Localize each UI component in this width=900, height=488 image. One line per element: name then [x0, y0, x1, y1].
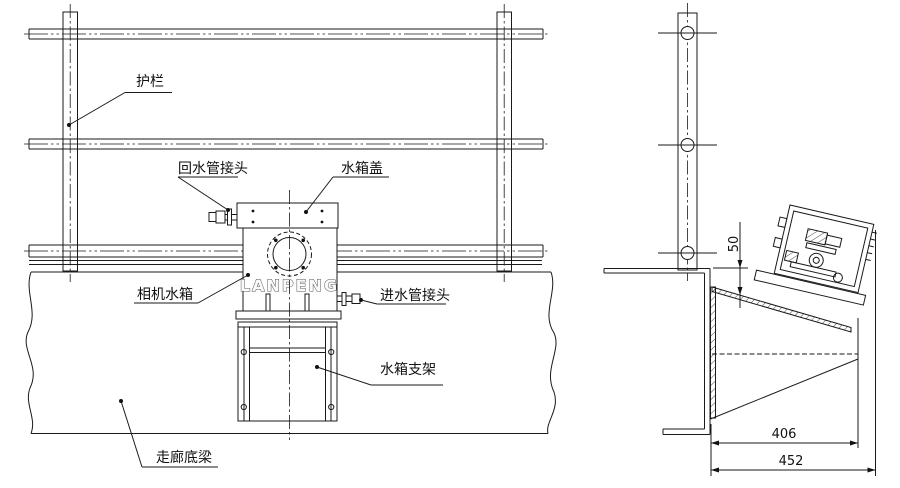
callout-return-pipe-joint: 回水管接头	[177, 160, 248, 212]
dim-text-406: 406	[772, 427, 797, 442]
label-guardrail: 护栏	[136, 74, 164, 90]
tilted-camera-tank	[753, 204, 877, 306]
label-camera-tank: 相机水箱	[137, 287, 193, 303]
label-tank-bracket: 水箱支架	[380, 362, 436, 378]
label-inlet-pipe-joint: 进水管接头	[380, 287, 450, 304]
callout-tank-cover: 水箱盖	[304, 161, 389, 214]
break-line-right	[547, 271, 557, 434]
brand-text: LANPENG	[240, 276, 339, 295]
dim-text-50: 50	[727, 236, 742, 253]
guardrail-post-right	[496, 4, 512, 282]
callout-tank-bracket: 水箱支架	[315, 362, 443, 386]
tank-base-plate	[753, 269, 867, 306]
label-return-pipe-joint: 回水管接头	[178, 160, 248, 177]
side-view: 50 406 452	[603, 3, 877, 476]
dimension-452: 452	[711, 230, 876, 476]
callout-corridor-beam: 走廊底梁	[119, 399, 218, 468]
guardrail-post-left	[62, 4, 78, 282]
inlet-pipe-fitting	[337, 292, 361, 306]
camera-internals	[783, 228, 843, 283]
dim-text-452: 452	[779, 454, 804, 469]
tank-bracket	[237, 321, 338, 422]
side-post	[658, 3, 717, 281]
dimension-406: 406	[710, 373, 859, 476]
tank-lid	[236, 202, 339, 229]
mounting-bracket	[603, 268, 711, 435]
callout-guardrail: 护栏	[67, 74, 172, 127]
label-tank-cover: 水箱盖	[341, 161, 383, 177]
label-corridor-beam: 走廊底梁	[156, 449, 212, 466]
wedge-support	[710, 286, 859, 420]
water-tank-assembly: LANPENG	[208, 190, 361, 440]
callout-camera-tank: 相机水箱	[134, 273, 250, 304]
return-pipe-fitting	[208, 208, 237, 226]
callout-inlet-pipe-joint: 进水管接头	[359, 287, 450, 305]
wedge-top-surface	[711, 286, 852, 333]
mount-plate-hatched	[710, 286, 716, 419]
tank-flange	[235, 310, 342, 320]
front-view: LANPENG	[24, 4, 557, 468]
dimension-50: 50	[713, 222, 748, 308]
break-line-left	[25, 271, 34, 434]
